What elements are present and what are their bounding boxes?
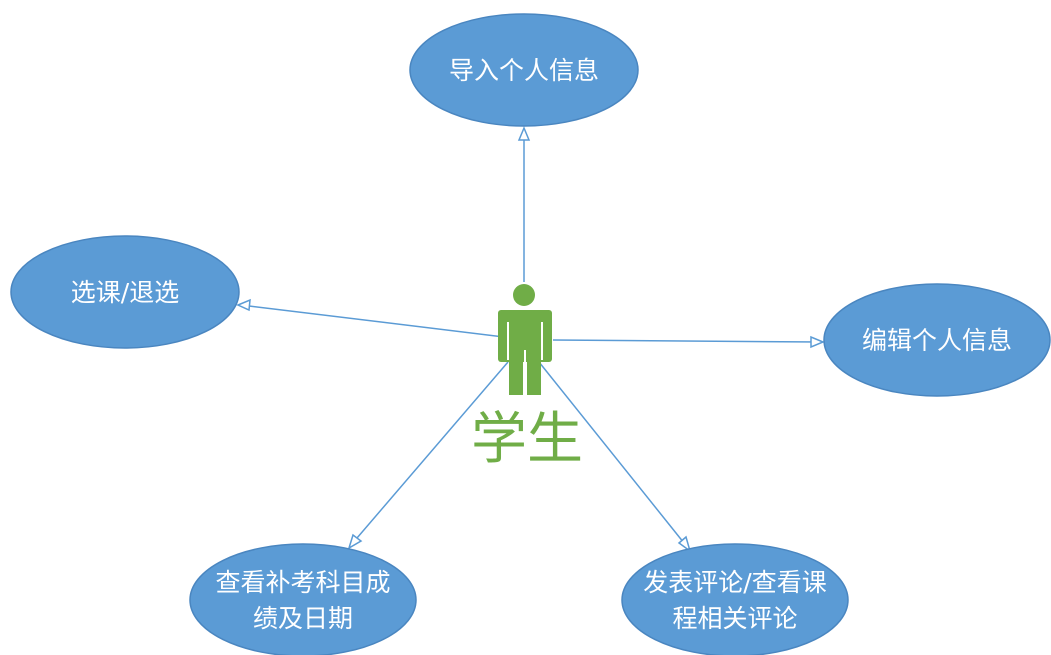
- actor-student[interactable]: 学生: [471, 284, 583, 472]
- arrowhead-select-course: [236, 298, 251, 312]
- use-case-label: 导入个人信息: [449, 56, 599, 85]
- use-case-import-info[interactable]: 导入个人信息: [409, 13, 639, 127]
- use-case-edit-info[interactable]: 编辑个人信息: [823, 283, 1051, 397]
- use-case-ellipse: [409, 13, 639, 127]
- use-case-label-line2: 绩及日期: [253, 604, 353, 633]
- use-case-ellipse: [189, 543, 417, 655]
- use-case-label: 选课/退选: [71, 278, 179, 307]
- actor-label: 学生: [471, 407, 583, 472]
- use-case-select-course[interactable]: 选课/退选: [10, 235, 240, 349]
- use-case-view-makeup[interactable]: 查看补考科目成 绩及日期: [189, 543, 417, 655]
- use-case-label-line1: 查看补考科目成: [215, 568, 390, 597]
- use-case-label: 编辑个人信息: [862, 326, 1012, 355]
- use-case-label-line1: 发表评论/查看课: [643, 568, 826, 597]
- arrowhead-edit-info: [810, 335, 825, 349]
- connector-to-view-makeup: [350, 361, 509, 546]
- use-case-ellipse: [823, 283, 1051, 397]
- connector-to-select-course: [240, 304, 513, 339]
- use-case-ellipse: [621, 543, 849, 655]
- arrowhead-comments: [677, 535, 692, 553]
- connector-to-comments: [538, 361, 689, 549]
- person-icon: [498, 284, 552, 395]
- use-case-label-line2: 程相关评论: [672, 604, 797, 633]
- connectors: [236, 126, 825, 553]
- use-case-comments[interactable]: 发表评论/查看课 程相关评论: [621, 543, 849, 655]
- connector-to-edit-info: [552, 339, 821, 343]
- use-case-ellipse: [10, 235, 240, 349]
- arrowhead-import-info: [517, 126, 531, 141]
- arrowhead-view-makeup: [347, 533, 363, 550]
